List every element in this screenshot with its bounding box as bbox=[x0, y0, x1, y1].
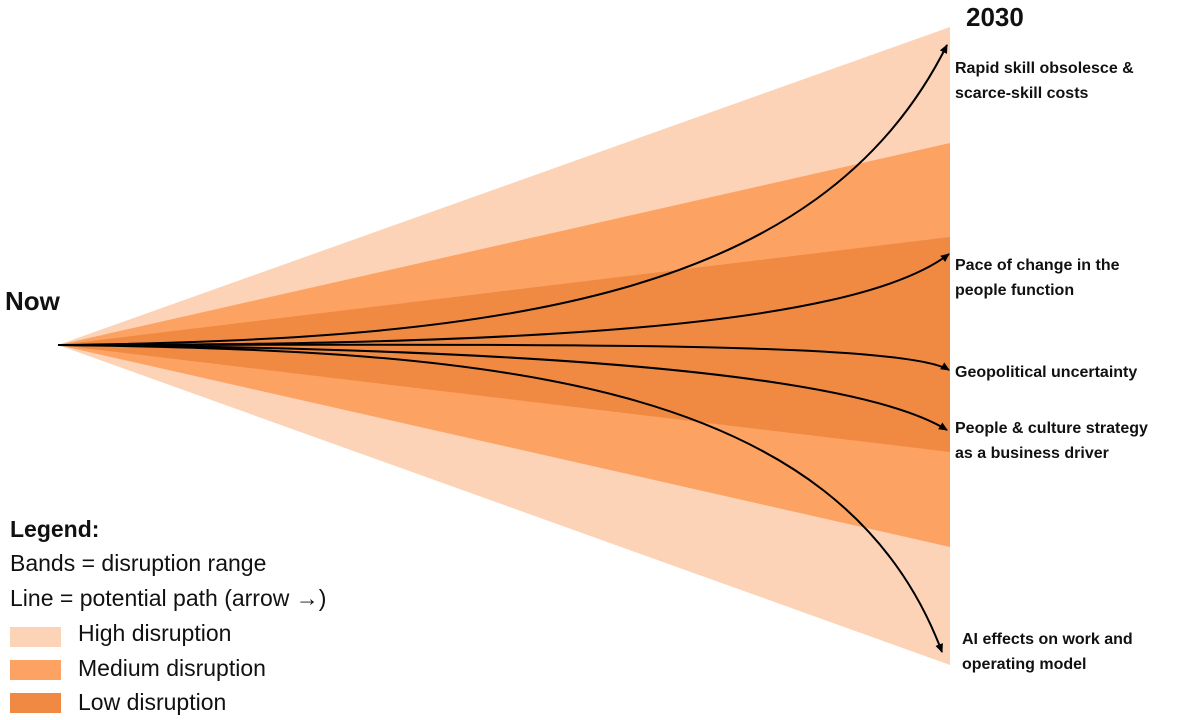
path-label-ai: AI effects on work and operating model bbox=[962, 627, 1133, 677]
label-line: People & culture strategy bbox=[955, 420, 1148, 437]
path-label-skills: Rapid skill obsolesce & scarce-skill cos… bbox=[955, 56, 1134, 106]
label-line: Rapid skill obsolesce & bbox=[955, 60, 1134, 77]
legend-line-note: Line = potential path (arrow →) bbox=[10, 585, 327, 611]
path-label-pace: Pace of change in the people function bbox=[955, 253, 1119, 303]
path-label-geopolitical: Geopolitical uncertainty bbox=[955, 360, 1137, 385]
label-line: Geopolitical uncertainty bbox=[955, 364, 1138, 381]
legend-label-medium: Medium disruption bbox=[78, 655, 266, 681]
label-line: AI effects on work and bbox=[962, 631, 1133, 648]
legend-swatch-medium bbox=[10, 660, 61, 680]
label-line: people function bbox=[955, 282, 1075, 299]
legend-label-high: High disruption bbox=[78, 620, 232, 646]
label-line: Pace of change in the bbox=[955, 257, 1120, 274]
legend-bands-note: Bands = disruption range bbox=[10, 550, 267, 576]
path-label-culture: People & culture strategy as a business … bbox=[955, 416, 1148, 466]
end-label: 2030 bbox=[966, 2, 1024, 32]
legend-title: Legend: bbox=[10, 516, 100, 542]
path-arrow-geopolitical bbox=[57, 343, 950, 371]
path-arrow-ai bbox=[57, 344, 943, 653]
legend-swatch-low bbox=[10, 693, 61, 713]
start-label: Now bbox=[5, 286, 60, 316]
path-arrow-culture bbox=[57, 344, 948, 431]
legend-swatch-high bbox=[10, 627, 61, 647]
legend-label-low: Low disruption bbox=[78, 689, 227, 715]
label-line: scarce-skill costs bbox=[955, 85, 1089, 102]
path-arrow-skills bbox=[57, 44, 948, 346]
label-line: as a business driver bbox=[955, 445, 1109, 462]
label-line: operating model bbox=[962, 656, 1087, 673]
